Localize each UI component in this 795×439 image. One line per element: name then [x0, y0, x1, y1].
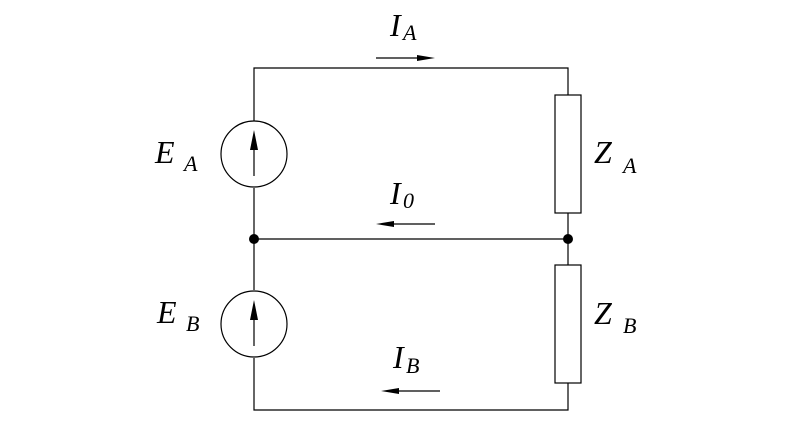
label-i0-sub: 0 [403, 188, 414, 213]
label-i0-main: I [389, 175, 402, 211]
label-ib-sub: B [406, 353, 419, 378]
current-arrow-ib [381, 388, 440, 394]
label-za: Z A [594, 134, 637, 178]
label-eb-main: E [156, 294, 177, 330]
label-ia: I A [389, 7, 417, 45]
label-zb-sub: B [623, 313, 636, 338]
label-za-main: Z [594, 134, 613, 170]
label-ib-main: I [392, 339, 405, 375]
label-eb: E B [156, 294, 199, 336]
current-arrow-ia [376, 55, 435, 61]
top-wire [253, 67, 569, 121]
impedance-za [554, 94, 582, 214]
node-left [249, 234, 259, 244]
label-i0: I 0 [389, 175, 414, 213]
voltage-source-eb [220, 290, 288, 358]
bottom-wire [253, 358, 569, 411]
label-ia-main: I [389, 7, 402, 43]
impedance-zb [554, 264, 582, 384]
label-ea-sub: A [182, 151, 198, 176]
label-zb: Z B [594, 295, 636, 338]
label-zb-main: Z [594, 295, 613, 331]
voltage-source-ea [220, 120, 288, 188]
node-right [563, 234, 573, 244]
label-ea: E A [154, 134, 198, 176]
current-arrow-i0 [376, 221, 435, 227]
label-za-sub: A [621, 153, 637, 178]
label-ea-main: E [154, 134, 175, 170]
label-ia-sub: A [401, 20, 417, 45]
label-ib: I B [392, 339, 419, 378]
label-eb-sub: B [186, 311, 199, 336]
